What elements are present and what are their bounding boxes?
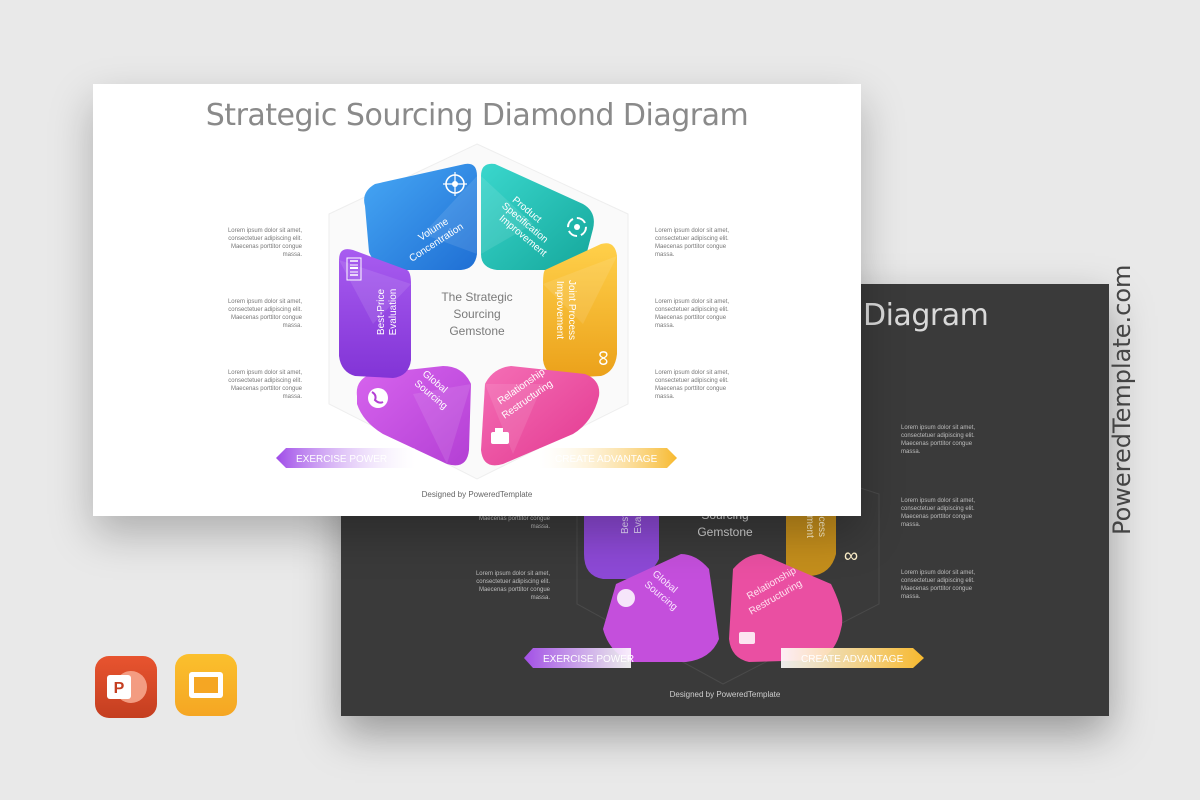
dark-slide-title: Diagram [863,298,989,333]
joint-line-1: Joint Process [566,280,577,340]
center-line-2: Sourcing [453,307,500,321]
lorem-right-3: Lorem ipsum dolor sit amet, consectetuer… [655,370,730,400]
center-line-1: The Strategic [441,290,512,304]
center-line-3: Gemstone [449,324,505,338]
best-price-line-1: Best-Price [376,289,387,336]
recycle-icon [567,217,587,237]
dark-partial-label-1: Best [620,514,631,534]
dark-handshake-icon [739,632,755,644]
dark-partial-label-2: Eval [633,514,644,533]
arrow-exercise-power [276,448,415,468]
dark-arrow-left-label: EXERCISE POWER [543,654,634,665]
dark-partial-label-4: ement [804,510,815,538]
dark-arrow-right [781,648,924,668]
slide-title: Strategic Sourcing Diamond Diagram [205,98,749,133]
diamond-diagram: Volume Concentration Product Specificati… [276,143,677,480]
lorem-right-1: Lorem ipsum dolor sit amet, consectetuer… [655,228,730,258]
dark-lorem-right-2: Lorem ipsum dolor sit amet, consectetuer… [901,498,976,528]
dark-infinity-icon: ∞ [844,545,858,567]
google-slides-icon[interactable] [175,654,237,716]
dark-lorem-right-3: Lorem ipsum dolor sit amet, consectetuer… [901,570,976,600]
lorem-right-2: Lorem ipsum dolor sit amet, consectetuer… [655,299,730,329]
lorem-left-1: Lorem ipsum dolor sit amet, consectetuer… [227,228,302,258]
joint-line-2: Improvement [554,281,565,340]
arrow-left-label: EXERCISE POWER [296,454,387,465]
dark-partial-label-3: ocess [816,511,827,537]
brand-watermark: PoweredTemplate.com [1108,264,1136,535]
dark-diagram: Best Eval ocess ement ∞ Sourcing Gemston… [524,443,924,685]
arrow-right-label: CREATE ADVANTAGE [555,454,658,465]
dark-footer: Designed by PoweredTemplate [669,690,781,699]
powerpoint-letter: P [114,680,125,697]
segment-product-specification[interactable] [481,163,594,270]
dark-lorem-right-1: Lorem ipsum dolor sit amet, consectetuer… [901,425,976,455]
dark-lorem-left-2: Maecenas porttitor congue massa. [478,516,550,530]
dark-segment-relationship [729,554,843,662]
infinity-icon: ∞ [592,350,617,366]
target-icon [443,172,467,196]
dark-center-line-2: Gemstone [697,525,753,539]
lorem-left-3: Lorem ipsum dolor sit amet, consectetuer… [227,370,302,400]
best-price-line-2: Evaluation [388,289,399,336]
segment-global-sourcing[interactable] [356,366,471,466]
segment-relationship-restructuring[interactable] [481,366,600,466]
light-footer: Designed by PoweredTemplate [421,490,533,499]
light-slide-preview[interactable]: Strategic Sourcing Diamond Diagram Volum… [93,84,861,516]
dark-lorem-left-3: Lorem ipsum dolor sit amet, consectetuer… [475,571,550,601]
dark-arrow-right-label: CREATE ADVANTAGE [801,654,904,665]
barcode-icon [346,257,362,281]
dark-segment-global-sourcing [603,554,719,662]
powerpoint-icon[interactable]: P [95,656,157,718]
dark-segment-best-price [584,512,659,579]
globe-icon [368,388,388,408]
dark-segment-joint-process [786,512,836,576]
lorem-left-2: Lorem ipsum dolor sit amet, consectetuer… [227,299,302,329]
dark-arrow-left [524,648,631,668]
dark-globe-icon [617,589,635,607]
arrow-create-advantage [539,448,677,468]
segment-joint-process[interactable] [543,243,617,378]
segment-best-price-evaluation[interactable] [339,249,411,378]
handshake-icon [491,428,509,444]
